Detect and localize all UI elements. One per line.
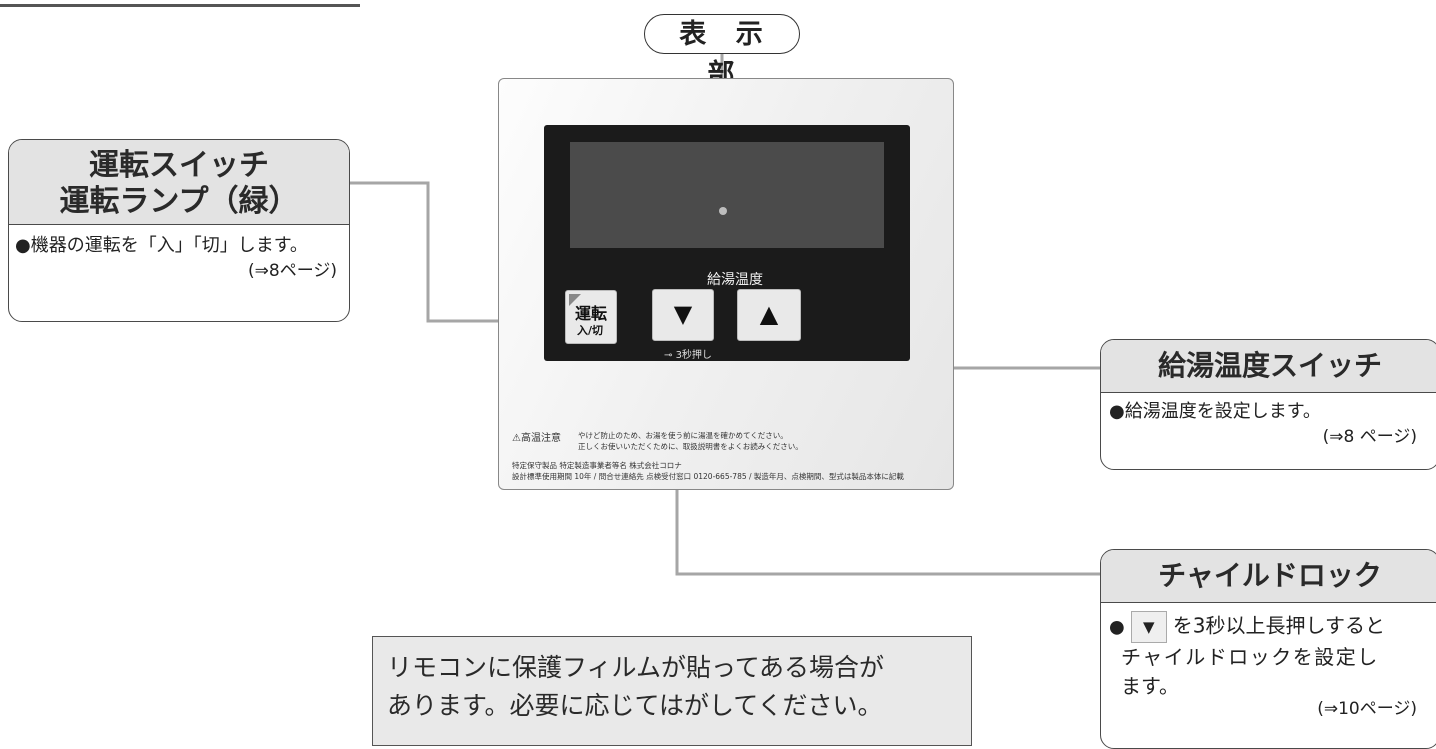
lock-label: ⊸ 3秒押し	[664, 346, 712, 361]
temp-label: 給湯温度	[707, 272, 763, 288]
film-note: リモコンに保護フィルムが貼ってある場合が あります。必要に応じてはがしてください…	[372, 636, 972, 746]
film-note-line-1: リモコンに保護フィルムが貼ってある場合が	[387, 653, 885, 682]
display-screen	[570, 142, 884, 248]
childlock-callout-ref: (⇒10ページ)	[1317, 699, 1417, 719]
bullet-icon: ●	[15, 235, 31, 256]
lock-label-text: 3秒押し	[675, 350, 712, 361]
service-line: 設計標準使用期間 10年 / 問合せ連絡先 点検受付窓口 0120-665-78…	[512, 472, 904, 481]
temperature-callout: 給湯温度スイッチ ●給湯温度を設定します。 (⇒8 ページ)	[1100, 339, 1436, 470]
warning-text-2: 正しくお使いいただくために、取扱説明書をよくお読みください。	[578, 442, 803, 451]
temp-up-button[interactable]: ▲	[737, 289, 801, 341]
down-arrow-icon: ▼	[1130, 611, 1167, 643]
cropped-heading	[0, 0, 360, 7]
temperature-callout-text: 給湯温度を設定します。	[1124, 401, 1321, 422]
operation-lamp-icon	[569, 294, 581, 306]
childlock-callout-text-2: チャイルドロックを設定し	[1121, 645, 1379, 669]
film-note-line-2: あります。必要に応じてはがしてください。	[387, 690, 883, 720]
up-arrow-icon: ▲	[759, 300, 779, 328]
operation-button-label: 運転	[575, 304, 608, 323]
operation-callout-ref: (⇒8ページ)	[248, 261, 337, 282]
down-arrow-icon: ▼	[673, 300, 693, 328]
key-icon: ⊸	[664, 350, 676, 361]
childlock-callout: チャイルドロック ●▼を3秒以上長押しすると チャイルドロックを設定し ます。 …	[1100, 549, 1436, 749]
maker-line: 特定保守製品 特定製造事業者等名 株式会社コロナ	[512, 461, 682, 470]
bullet-icon: ●	[1109, 401, 1125, 422]
operation-callout-title-1: 運転スイッチ	[89, 148, 269, 183]
display-pointer-dot	[719, 207, 727, 215]
operation-button-sublabel: 入/切	[577, 324, 604, 337]
temp-down-button[interactable]: ▼	[652, 289, 714, 341]
display-label: 表 示 部	[644, 14, 800, 90]
warning-title: ⚠高温注意	[512, 433, 561, 444]
operation-button[interactable]: 運転 入/切	[565, 290, 617, 344]
temperature-callout-title: 給湯温度スイッチ	[1101, 340, 1436, 393]
operation-callout-title-2: 運転ランプ（緑）	[59, 184, 299, 219]
childlock-callout-title: チャイルドロック	[1101, 550, 1436, 603]
operation-callout-text: 機器の運転を「入」「切」します。	[30, 235, 308, 256]
childlock-callout-text-3: ます。	[1121, 674, 1179, 698]
childlock-callout-text-1: を3秒以上長押しすると	[1172, 613, 1386, 638]
operation-callout: 運転スイッチ 運転ランプ（緑） ●機器の運転を「入」「切」します。 (⇒8ページ…	[8, 139, 350, 322]
warning-text-1: やけど防止のため、お湯を使う前に湯温を確かめてください。	[578, 431, 788, 440]
temperature-callout-ref: (⇒8 ページ)	[1322, 427, 1417, 448]
bullet-icon: ●	[1109, 616, 1125, 638]
